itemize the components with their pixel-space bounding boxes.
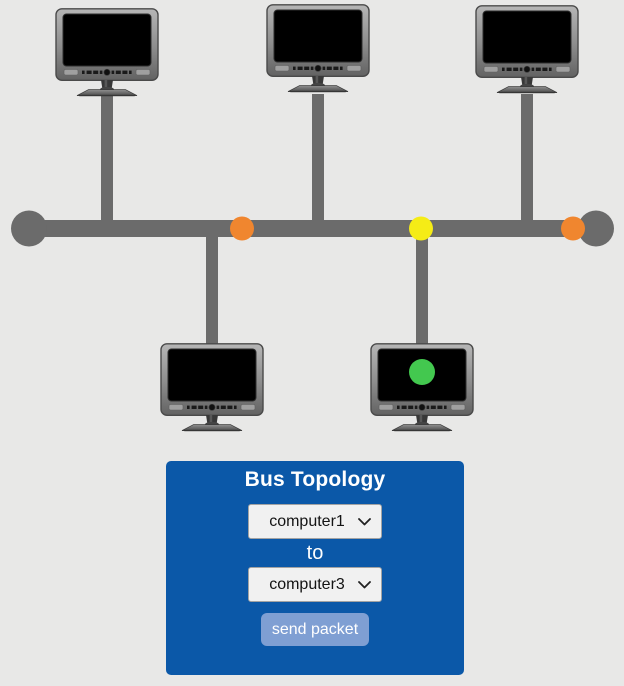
computer-5 bbox=[370, 343, 474, 433]
monitor-icon bbox=[475, 5, 579, 95]
destination-computer-select[interactable]: computer3 bbox=[248, 567, 382, 602]
monitor-icon bbox=[55, 8, 159, 98]
bus-terminator-right bbox=[578, 210, 614, 247]
panel-title: Bus Topology bbox=[244, 468, 386, 491]
source-select-wrap: computer1 bbox=[248, 504, 382, 539]
monitor-icon bbox=[160, 343, 264, 433]
link-line-computer5 bbox=[416, 228, 428, 344]
packet-dot-middle bbox=[409, 216, 433, 241]
monitor-icon bbox=[266, 4, 370, 94]
send-packet-button[interactable]: send packet bbox=[261, 613, 369, 646]
delivered-packet-dot bbox=[409, 359, 435, 385]
link-line-computer3 bbox=[521, 94, 533, 229]
packet-dot-right bbox=[561, 216, 585, 241]
source-computer-select[interactable]: computer1 bbox=[248, 504, 382, 539]
computer-3 bbox=[475, 5, 579, 95]
computer-1 bbox=[55, 8, 159, 98]
computer-2 bbox=[266, 4, 370, 94]
monitor-icon bbox=[370, 343, 474, 433]
network-canvas bbox=[11, 4, 614, 433]
bus-terminator-left bbox=[11, 210, 47, 247]
link-line-computer2 bbox=[312, 94, 324, 229]
computer-4 bbox=[160, 343, 264, 433]
packet-dot-left bbox=[230, 216, 254, 241]
bus-line bbox=[29, 220, 596, 237]
to-label: to bbox=[306, 542, 324, 564]
link-line-computer4 bbox=[206, 228, 218, 344]
destination-select-wrap: computer3 bbox=[248, 567, 382, 602]
control-panel: Bus Topology computer1 to computer3 send… bbox=[166, 461, 464, 675]
link-line-computer1 bbox=[101, 94, 113, 229]
